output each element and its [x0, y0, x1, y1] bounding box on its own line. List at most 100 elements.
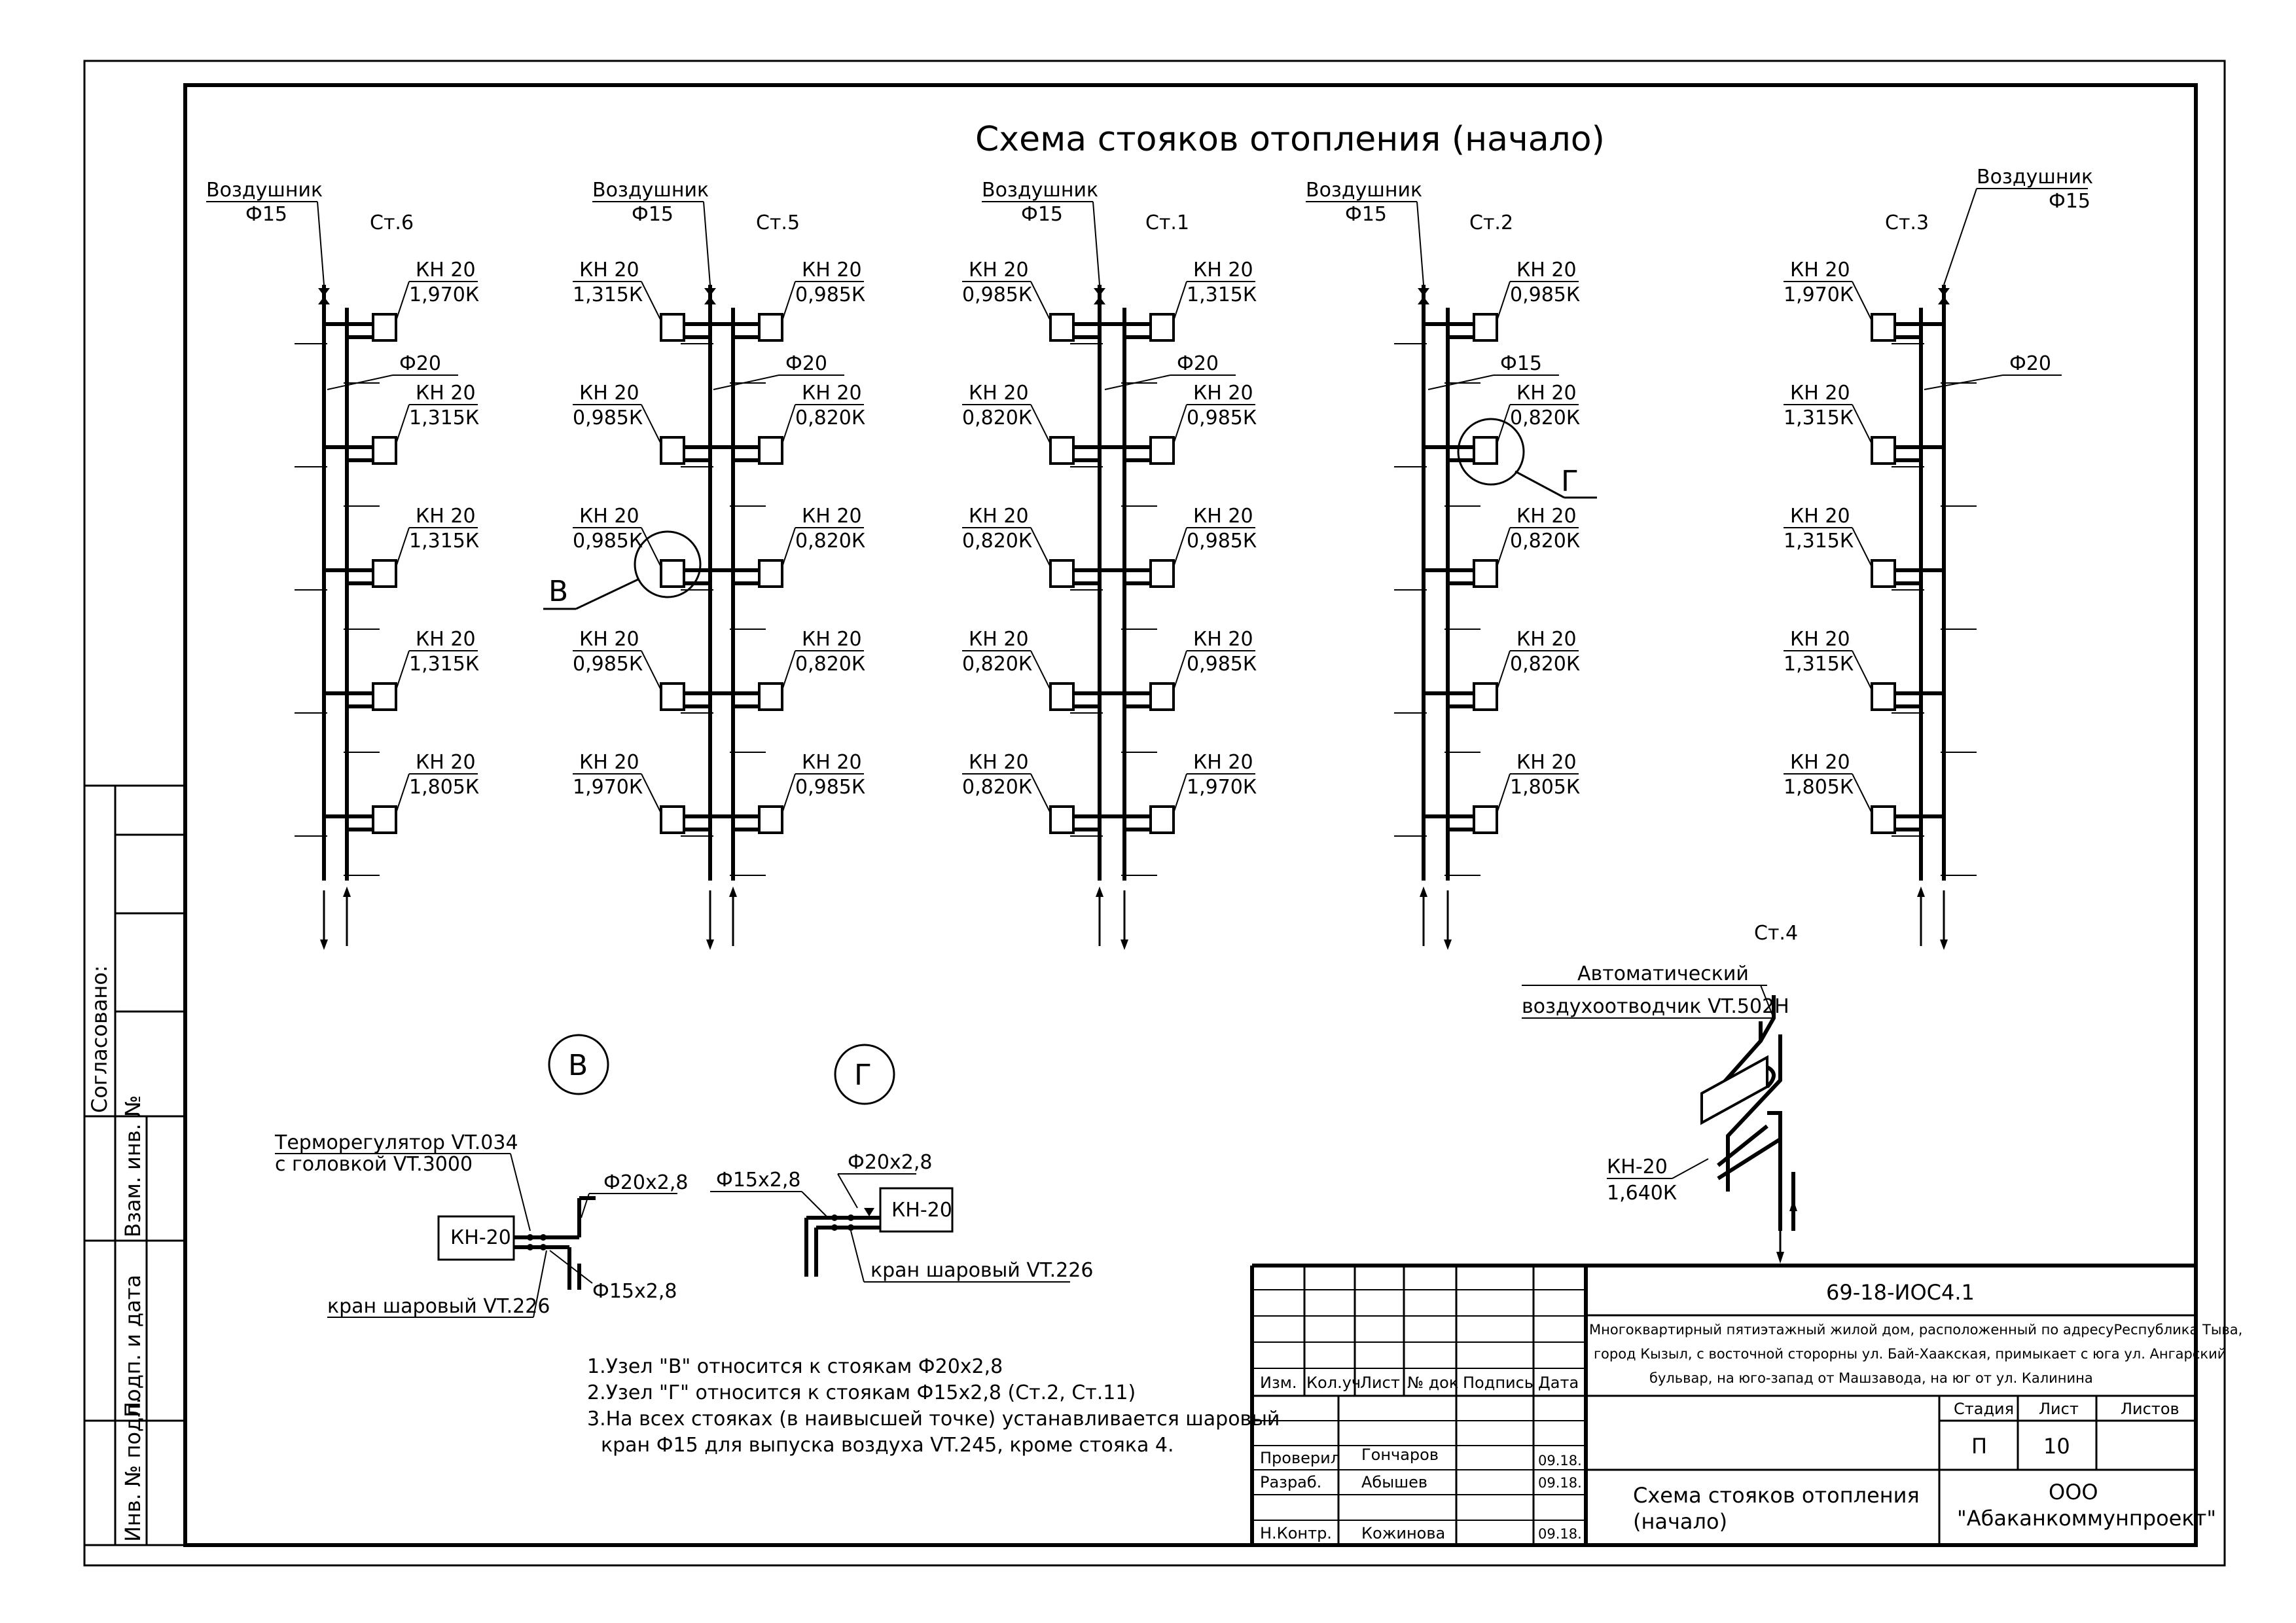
- vent-label: Воздушник: [592, 179, 709, 202]
- hdr-kol: Кол.уч: [1306, 1374, 1361, 1392]
- riser-name: Ст.2: [1469, 211, 1513, 234]
- vent-valve-icon: [1094, 297, 1105, 304]
- radiator-label: КН 20: [1516, 382, 1577, 405]
- vent-label: Воздушник: [206, 179, 323, 202]
- flow-arrow-icon: [1121, 939, 1128, 950]
- radiator-label: КН 20: [802, 259, 862, 282]
- vent-valve-icon: [1938, 297, 1950, 304]
- note-3: 3.На всех стояках (в наивысшей точке) ус…: [587, 1408, 1280, 1431]
- radiator: [758, 436, 783, 465]
- radiator: [1149, 436, 1175, 465]
- radiator-value: 1,315К: [1784, 407, 1854, 429]
- radiator-value: 0,985К: [1510, 283, 1580, 306]
- leader-line: [1496, 281, 1511, 321]
- leader-line: [1173, 773, 1187, 814]
- pipe-left-label-g: Ф15х2,8: [716, 1169, 800, 1192]
- radiator-value: 1,315К: [409, 653, 479, 676]
- valve-label-b: кран шаровый VT.226: [327, 1295, 550, 1318]
- auto-vent-label-2: воздухоотводчик VT.502H: [1522, 995, 1789, 1018]
- object-desc-3: бульвар, на юго-запад от Машзавода, на ю…: [1649, 1370, 2093, 1386]
- radiator-label: КН 20: [802, 382, 862, 405]
- radiator: [1473, 313, 1498, 342]
- hdr-izm: Изм.: [1260, 1374, 1297, 1392]
- radiator-label: КН 20: [1516, 259, 1577, 282]
- riser-name: Ст.1: [1145, 211, 1189, 234]
- sheet-value: 10: [2043, 1434, 2070, 1459]
- title-block: Изм. Кол.уч Лист № док Подпись Дата Пров…: [1250, 1264, 2242, 1545]
- radiator-value: 0,820К: [795, 653, 865, 676]
- radiator: [1473, 559, 1498, 588]
- radiator-value: 1,970К: [409, 283, 479, 306]
- radiator-label: КН 20: [1193, 628, 1253, 651]
- radiator-label: КН 20: [1516, 628, 1577, 651]
- stage-header: Стадия: [1954, 1400, 2014, 1418]
- riser-name: Ст.6: [370, 211, 414, 234]
- radiator-label: КН 20: [1790, 382, 1850, 405]
- radiator: [1149, 682, 1175, 711]
- radiator-label: КН 20: [969, 382, 1029, 405]
- leader-line: [781, 527, 796, 568]
- leader-line: [395, 404, 410, 445]
- pipe-top-label-g: Ф20х2,8: [848, 1151, 932, 1174]
- detail-g-radiator: [879, 1187, 954, 1233]
- radiator-label: КН 20: [1193, 382, 1253, 405]
- vent-diameter: Ф15: [1345, 203, 1387, 226]
- leader-line: [1496, 773, 1511, 814]
- detail-g-rad-label: КН-20: [891, 1199, 952, 1222]
- valve-label-g: кран шаровый VT.226: [870, 1259, 1093, 1282]
- detail-b-mark: В: [568, 1049, 588, 1082]
- flow-arrow-icon: [1917, 886, 1925, 897]
- leader-line: [395, 527, 410, 568]
- date-developed: 09.18.: [1538, 1475, 1582, 1491]
- radiator-value: 1,970К: [1187, 776, 1257, 799]
- radiator: [660, 805, 685, 834]
- drawing-name-1: Схема стояков отопления: [1633, 1483, 1920, 1508]
- leader-line: [1030, 281, 1051, 321]
- leader-line: [781, 773, 796, 814]
- role-checked: Проверил: [1260, 1449, 1340, 1467]
- radiator: [372, 559, 397, 588]
- vent-valve-icon: [318, 297, 330, 304]
- radiator: [1473, 682, 1498, 711]
- leader-line: [1173, 404, 1187, 445]
- leader-line: [1496, 527, 1511, 568]
- radiator-label: КН 20: [416, 382, 476, 405]
- drawing-name-2: (начало): [1633, 1509, 1727, 1534]
- radiator-value: 1,805К: [1510, 776, 1580, 799]
- object-desc-1: Многоквартирный пятиэтажный жилой дом, р…: [1589, 1322, 2242, 1338]
- radiator-value: 1,315К: [573, 283, 643, 306]
- detail-b-rad-label: КН-20: [450, 1226, 511, 1249]
- vent-valve-icon: [704, 297, 716, 304]
- leader-line: [781, 650, 796, 691]
- radiator-value: 0,820К: [962, 653, 1032, 676]
- detail-b: В Терморегулятор VT.034 с головкой VT.30…: [274, 1034, 688, 1318]
- object-desc-2: город Кызыл, с восточной сторорны ул. Ба…: [1594, 1346, 2226, 1362]
- radiator-label: КН 20: [969, 259, 1029, 282]
- node-callout-g: Г: [1457, 418, 1597, 499]
- radiator-label: КН 20: [1516, 751, 1577, 774]
- vent-label: Воздушник: [982, 179, 1098, 202]
- leader-line: [1852, 404, 1873, 445]
- pipe-diameter: Ф20: [785, 352, 827, 375]
- leader-line: [1416, 201, 1424, 285]
- pipe-diameter: Ф20: [2009, 352, 2051, 375]
- radiator-label: КН 20: [802, 505, 862, 528]
- vent-diameter: Ф15: [2049, 190, 2090, 213]
- sheet-header: Лист: [2039, 1400, 2079, 1418]
- radiator-value: 0,985К: [795, 776, 865, 799]
- radiator-label: КН 20: [416, 628, 476, 651]
- radiator: [1871, 313, 1896, 342]
- radiator-value: 0,820К: [962, 530, 1032, 553]
- radiator-label: КН 20: [416, 259, 476, 282]
- notes: 1.Узел "В" относится к стоякам Ф20х2,8 2…: [587, 1355, 1280, 1457]
- radiator: [372, 436, 397, 465]
- vent-label: Воздушник: [1977, 166, 2093, 189]
- radiator-value: 1,315К: [409, 530, 479, 553]
- date-checked: 09.18.: [1538, 1453, 1582, 1468]
- leader-line: [641, 773, 662, 814]
- radiator: [372, 805, 397, 834]
- pipe-top-label-b: Ф20х2,8: [603, 1171, 688, 1194]
- pipe-bottom-label-b: Ф15х2,8: [592, 1280, 677, 1303]
